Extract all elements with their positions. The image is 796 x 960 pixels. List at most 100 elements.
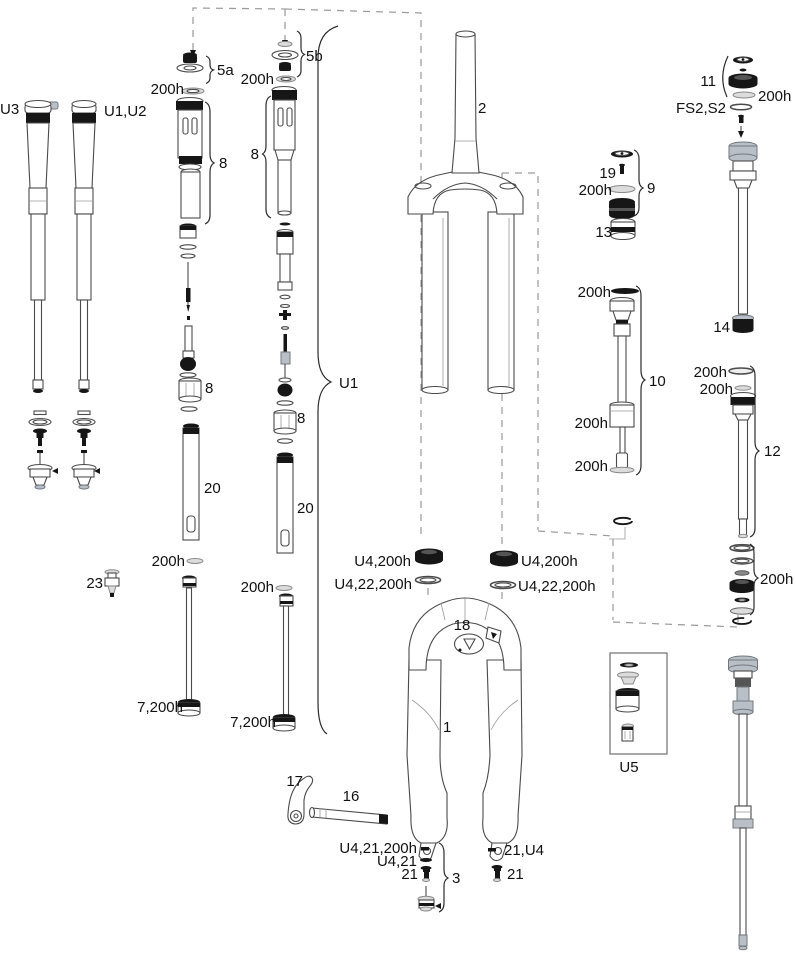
foam-ring-right	[489, 580, 517, 590]
label-10: 10	[649, 373, 666, 390]
brace-9	[633, 149, 645, 217]
brace-12	[749, 365, 761, 538]
foam-ring-left	[414, 575, 442, 585]
label-200h: 200h	[578, 284, 611, 301]
label-200h: 200h	[758, 88, 791, 105]
assembled-air-spring	[728, 655, 758, 951]
top-cap-group-9	[608, 150, 636, 219]
label-8: 8	[205, 380, 213, 397]
part-23	[104, 569, 120, 597]
brace-10	[635, 285, 647, 476]
label-12: 12	[764, 443, 781, 460]
label-200h: 200h	[575, 458, 608, 475]
axle-lever-17	[287, 775, 314, 825]
label-200h: 200h	[152, 553, 185, 570]
label-u4-21: U4,21	[377, 853, 417, 870]
label-11: 11	[700, 73, 716, 90]
o-ring	[734, 570, 750, 576]
label-u4-200h: U4,200h	[521, 553, 578, 570]
shaft-12	[728, 367, 757, 539]
label-13: 13	[595, 224, 612, 241]
brace-5b	[296, 30, 307, 78]
label-3: 3	[452, 870, 460, 887]
label-200h: 200h	[700, 381, 733, 398]
arrow-left-icon	[94, 468, 100, 474]
label-23: 23	[86, 575, 103, 592]
label-14: 14	[713, 319, 730, 336]
stanchion-left	[421, 211, 449, 391]
label-u4-22-200h: U4,22,200h	[334, 576, 412, 593]
label-200h: 200h	[575, 415, 608, 432]
air-shaft-10	[609, 288, 639, 474]
brace-5a	[205, 55, 216, 85]
label-u3: U3	[0, 101, 19, 118]
label-5b: 5b	[306, 48, 323, 65]
brace-3	[438, 842, 450, 913]
brace-u1	[317, 25, 339, 735]
label-2: 2	[478, 100, 486, 117]
backup-ring	[730, 607, 754, 615]
label-7-200h: 7,200h	[230, 714, 276, 731]
label-1: 1	[443, 719, 451, 736]
top-cap-group-11	[728, 56, 758, 138]
part-labels: U3 U1,U2 200h 5a 200h 5b 8 8 2 11 200h F…	[0, 48, 793, 887]
label-u1: U1	[339, 375, 358, 392]
label-u5: U5	[619, 759, 638, 776]
thru-axle-16	[308, 806, 388, 825]
damper-small-parts-right	[71, 410, 100, 490]
label-u4-200h: U4,200h	[354, 553, 411, 570]
u5-kit-box	[609, 652, 668, 755]
crown-steerer-unit	[407, 30, 524, 395]
lowers-left-leg	[406, 659, 448, 844]
label-21: 21	[401, 866, 418, 883]
brace-11	[722, 55, 729, 98]
lowers-arch	[408, 597, 522, 671]
label-9: 9	[647, 180, 655, 197]
circlip	[613, 516, 633, 526]
bottom-bolt-group-right	[488, 848, 503, 882]
arrow-down-icon	[738, 131, 744, 138]
circlip	[732, 617, 752, 625]
label-17: 17	[286, 773, 303, 790]
damper-cartridge-column-b	[271, 41, 299, 732]
label-18: 18	[454, 617, 471, 634]
lower-legs	[406, 597, 523, 862]
label-20: 20	[297, 500, 314, 517]
brace-200h-stack	[749, 543, 760, 616]
label-200h: 200h	[694, 364, 727, 381]
label-5a: 5a	[217, 62, 234, 79]
air-shaft-fs2	[728, 141, 758, 333]
label-16: 16	[343, 788, 360, 805]
brace-8a	[204, 101, 216, 225]
label-200h: 200h	[579, 182, 612, 199]
crown	[407, 167, 524, 215]
label-fs2s2: FS2,S2	[676, 100, 726, 117]
label-u4-21-200h: U4,21,200h	[339, 840, 417, 857]
stanchion-right	[487, 211, 515, 391]
label-u1u2: U1,U2	[104, 103, 147, 120]
damper-u3	[24, 99, 59, 393]
label-200h: 200h	[151, 81, 184, 98]
lowers-right-leg	[482, 659, 523, 844]
seal-kit-stack	[729, 543, 755, 625]
dust-wiper-left	[415, 548, 443, 565]
label-200h: 200h	[760, 571, 793, 588]
label-21-u4: 21,U4	[504, 842, 544, 859]
arrow-left-icon	[435, 903, 441, 909]
group-braces	[204, 25, 761, 913]
label-200h: 200h	[241, 579, 274, 596]
label-19: 19	[599, 165, 616, 182]
arrow-left-icon	[52, 468, 58, 474]
steerer-tube	[451, 33, 480, 174]
bottom-bolt-group-left	[417, 847, 441, 912]
label-8: 8	[219, 155, 227, 172]
label-20: 20	[204, 480, 221, 497]
part-13	[610, 217, 636, 241]
dust-wiper-right	[490, 550, 518, 567]
leg-badge	[485, 626, 502, 644]
label-200h: 200h	[241, 71, 274, 88]
label-21: 21	[507, 866, 524, 883]
damper-small-parts-left	[27, 410, 58, 490]
